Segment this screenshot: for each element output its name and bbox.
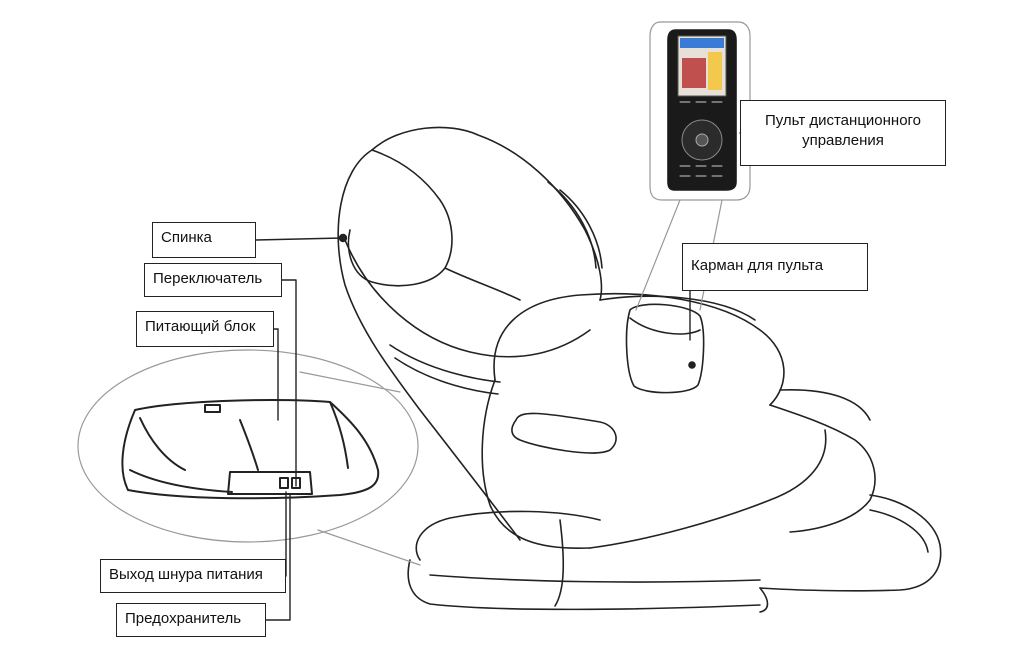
power-unit-label: Питающий блок bbox=[136, 311, 274, 347]
power-unit-icon bbox=[121, 399, 380, 500]
remote-pocket-icon bbox=[625, 303, 705, 394]
power-cord-outlet-label: Выход шнура питания bbox=[100, 559, 286, 593]
remote-pocket-label: Карман для пульта bbox=[682, 243, 868, 291]
back-label: Спинка bbox=[152, 222, 256, 258]
remote-control-icon bbox=[635, 21, 751, 311]
fuse-label: Предохранитель bbox=[116, 603, 266, 637]
switch-label: Переключатель bbox=[144, 263, 282, 297]
leader-lines bbox=[255, 132, 753, 621]
remote-control-label: Пульт дистанционного управления bbox=[740, 100, 946, 166]
massage-chair-icon bbox=[337, 126, 942, 613]
power-unit-detail bbox=[77, 349, 421, 566]
